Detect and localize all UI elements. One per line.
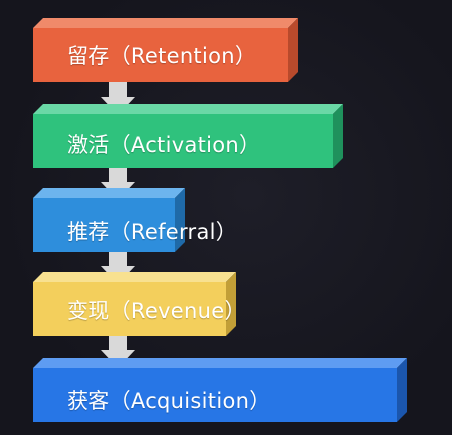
box-top-face (33, 188, 185, 198)
arrow-down-icon (101, 80, 135, 115)
stage-label: 推荐（Referral） (67, 220, 238, 244)
box-front-face (33, 282, 226, 336)
box-top-face (33, 104, 343, 114)
box-top-face (33, 358, 407, 368)
box-front-face (33, 114, 333, 168)
arrow-down-icon (101, 333, 135, 368)
arrow-down-icon (101, 249, 135, 284)
stage-acquisition: 获客（Acquisition） (33, 358, 407, 422)
box-side-face (175, 188, 185, 252)
box-front-face (33, 198, 175, 252)
box-side-face (226, 272, 236, 336)
stage-activation: 激活（Activation） (33, 104, 343, 168)
stage-retention: 留存（Retention） (33, 18, 298, 82)
stage-label: 激活（Activation） (67, 133, 261, 157)
stage-revenue: 变现（Revenue） (33, 272, 245, 336)
box-top-face (33, 18, 298, 28)
stage-label: 变现（Revenue） (67, 299, 246, 323)
stage-referral: 推荐（Referral） (33, 188, 237, 252)
box-side-face (288, 18, 298, 82)
box-side-face (397, 358, 407, 422)
box-front-face (33, 368, 397, 422)
box-top-face (33, 272, 236, 282)
box-front-face (33, 28, 288, 82)
box-side-face (333, 104, 343, 168)
arrow-down-icon (101, 165, 135, 200)
stage-label: 留存（Retention） (67, 44, 257, 68)
stage-label: 获客（Acquisition） (67, 389, 271, 413)
